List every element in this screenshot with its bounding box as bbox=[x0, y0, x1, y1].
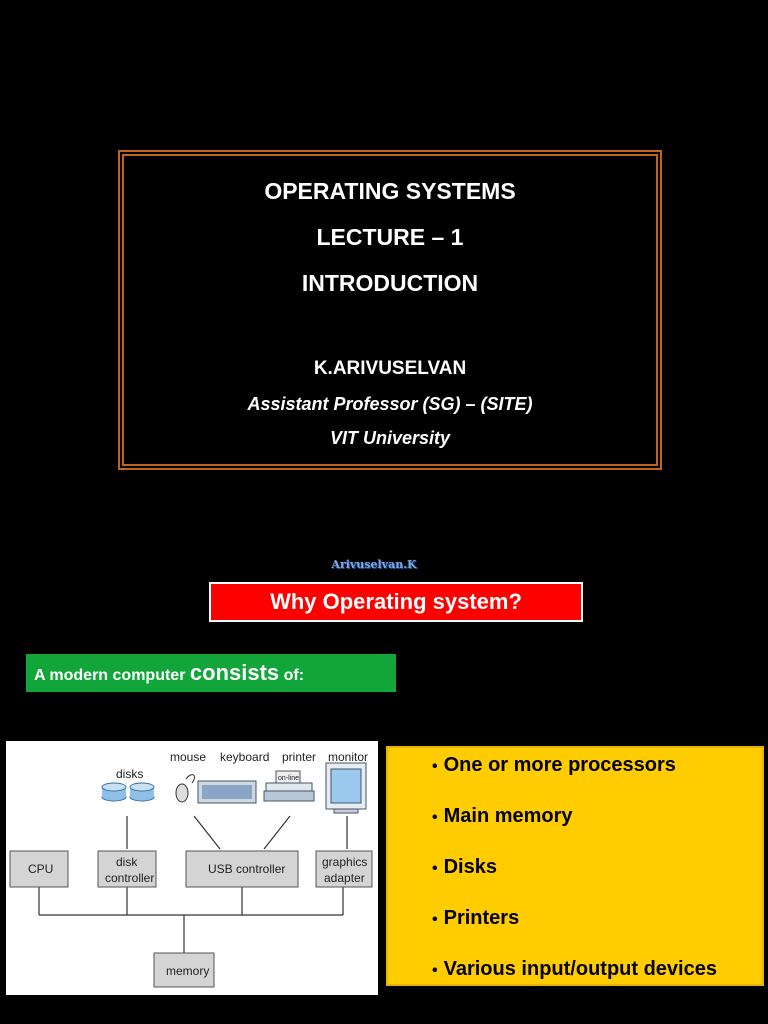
consists-suffix: of: bbox=[279, 667, 305, 684]
disks-icon bbox=[101, 782, 155, 802]
university-name: VIT University bbox=[329, 428, 451, 448]
list-item: •Main memory bbox=[432, 805, 573, 827]
cpu-box bbox=[9, 850, 69, 888]
cpu-label: CPU bbox=[28, 862, 53, 876]
author-watermark: Arivuselvan.K bbox=[331, 558, 417, 571]
printer-label: printer bbox=[282, 750, 316, 764]
monitor-icon bbox=[325, 762, 367, 814]
question-banner: Why Operating system? bbox=[209, 582, 583, 622]
usb-controller-label: USB controller bbox=[208, 862, 285, 876]
consists-banner: A modern computer consists of: bbox=[26, 654, 396, 692]
monitor-label: monitor bbox=[328, 750, 368, 764]
keyboard-icon bbox=[197, 780, 257, 804]
memory-label: memory bbox=[166, 964, 209, 978]
disk-controller-box bbox=[97, 850, 157, 888]
computer-system-diagram: disks mouse keyboard printer on-line mon… bbox=[6, 741, 378, 995]
graphics-adapter-box bbox=[315, 850, 373, 888]
mouse-icon bbox=[175, 774, 195, 803]
graphics-adapter-label-1: graphics bbox=[322, 855, 367, 869]
list-item: •Disks bbox=[432, 856, 497, 878]
title-box: OPERATING SYSTEMS LECTURE – 1 INTRODUCTI… bbox=[118, 150, 662, 470]
consists-prefix: A modern computer bbox=[34, 667, 190, 684]
lecture-number: LECTURE – 1 bbox=[316, 224, 464, 250]
list-item: •Various input/output devices bbox=[432, 958, 717, 980]
disks-label: disks bbox=[116, 767, 143, 781]
consists-emphasis: consists bbox=[189, 660, 280, 685]
usb-controller-box bbox=[185, 850, 299, 888]
graphics-adapter-label-2: adapter bbox=[324, 871, 365, 885]
author-name: K.ARIVUSELVAN bbox=[313, 358, 467, 379]
disk-controller-label-2: controller bbox=[105, 871, 154, 885]
printer-icon bbox=[263, 770, 315, 802]
memory-box bbox=[153, 952, 215, 988]
mouse-label: mouse bbox=[170, 750, 206, 764]
lecture-topic: INTRODUCTION bbox=[301, 270, 479, 296]
printer-tag-label: on-line bbox=[278, 775, 299, 782]
list-item: •Printers bbox=[432, 907, 520, 929]
keyboard-label: keyboard bbox=[220, 750, 269, 764]
course-title: OPERATING SYSTEMS bbox=[264, 178, 516, 204]
components-list: •One or more processors •Main memory •Di… bbox=[386, 746, 764, 986]
list-item: •One or more processors bbox=[432, 754, 676, 776]
disk-controller-label-1: disk bbox=[116, 855, 138, 869]
author-position: Assistant Professor (SG) – (SITE) bbox=[247, 394, 533, 414]
